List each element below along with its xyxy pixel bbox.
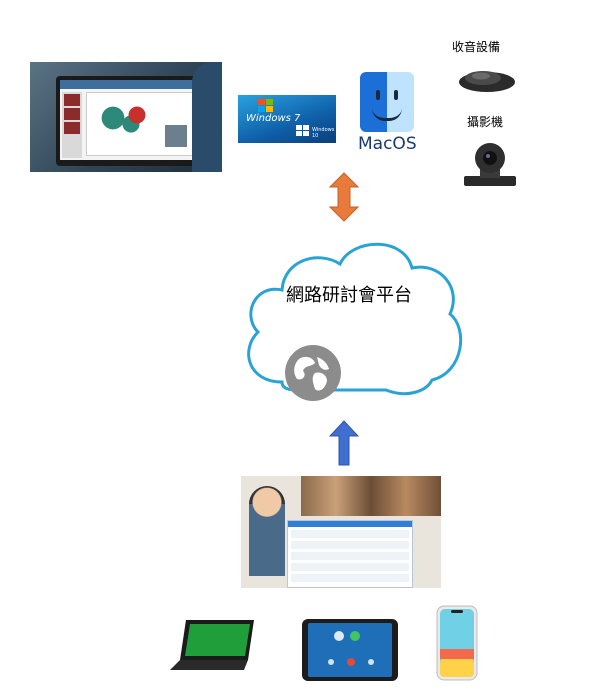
finder-icon: [360, 72, 414, 132]
tablet-icon: [302, 619, 398, 681]
audience-photo: [241, 476, 441, 588]
audio-device-label: 收音設備: [452, 40, 501, 54]
smartphone-icon: [436, 605, 478, 681]
windows10-logo-icon: [296, 125, 310, 137]
cloud-title: 網路研討會平台: [286, 285, 412, 306]
cloud-shape: [247, 242, 463, 396]
windows-logo: Windows 7 Windows 10: [238, 95, 336, 143]
bidirectional-arrow-icon: [329, 172, 359, 222]
globe-icon: [285, 345, 341, 401]
speakerphone-icon: [459, 71, 515, 92]
ptz-camera-icon: [464, 143, 516, 186]
windows10-text: Windows 10: [312, 127, 335, 139]
laptop-icon: [170, 620, 254, 670]
windows7-flag-icon: [258, 99, 274, 113]
headset-woman: [249, 486, 285, 576]
windows7-text: Windows 7: [246, 113, 301, 124]
world-map-slide: [95, 103, 155, 133]
camera-label: 攝影機: [467, 115, 504, 129]
presenter-laptop: [56, 76, 204, 166]
webinar-schedule-panel: [287, 520, 413, 588]
presenter-photo: [30, 62, 222, 172]
macos-label: MacOS: [358, 134, 417, 154]
up-arrow-icon: [329, 420, 359, 466]
